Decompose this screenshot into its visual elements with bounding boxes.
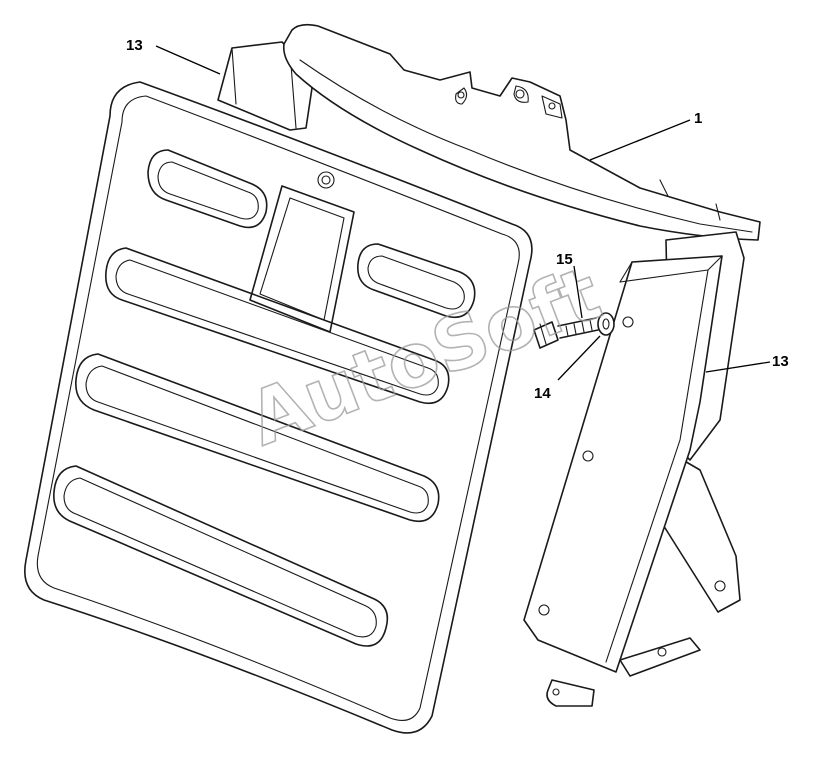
callout-13-right: 13 bbox=[772, 353, 789, 370]
callout-1: 1 bbox=[694, 110, 702, 127]
callout-13-left: 13 bbox=[126, 37, 143, 54]
front-grille-panel bbox=[24, 81, 533, 734]
callout-14: 14 bbox=[534, 385, 551, 402]
bolt-and-washer bbox=[533, 312, 615, 349]
top-frame-bracket bbox=[282, 23, 761, 241]
right-side-shroud bbox=[523, 231, 745, 707]
callout-leaders bbox=[155, 45, 771, 381]
callout-15: 15 bbox=[556, 251, 573, 268]
